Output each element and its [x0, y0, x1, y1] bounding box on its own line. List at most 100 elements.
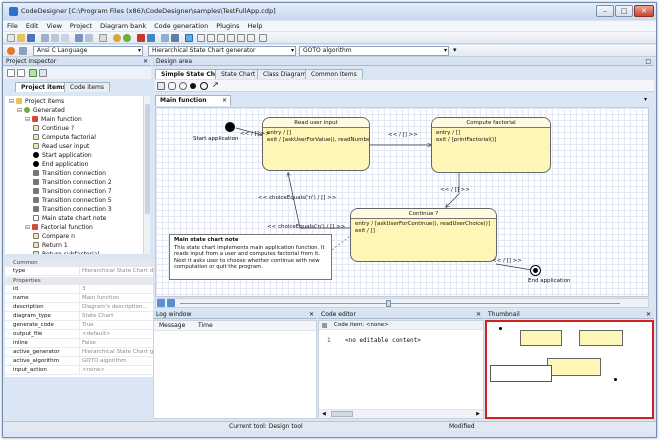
open-folder-icon[interactable] [17, 34, 25, 42]
code-scroll-thumb[interactable] [331, 411, 353, 417]
layout-icon[interactable] [39, 69, 47, 77]
align-right-icon[interactable] [217, 34, 225, 42]
tree-item[interactable]: ⊟Generated [17, 106, 65, 115]
tree-item[interactable]: Main state chart note [33, 214, 106, 223]
final-state-tool-icon[interactable] [200, 82, 208, 90]
dropdown-arrow-icon[interactable]: ▾ [453, 46, 457, 54]
zoom-icon[interactable] [161, 34, 169, 42]
tree-item[interactable]: End application [33, 160, 88, 169]
final-state[interactable] [530, 265, 541, 276]
menu-view[interactable]: View [46, 22, 62, 30]
tree-item[interactable]: Transition connection 5 [33, 196, 112, 205]
menu-help[interactable]: Help [247, 22, 263, 30]
tree-item[interactable]: Read user input [33, 142, 89, 151]
collapse-icon[interactable]: ⊟ [25, 116, 31, 123]
filter-icon[interactable] [29, 69, 37, 77]
menu-diagram-bank[interactable]: Diagram bank [100, 22, 147, 30]
code-editor[interactable]: Code item: <none> 1 <no editable content… [318, 320, 484, 419]
language-select[interactable]: Ansi C Language▾ [33, 46, 143, 56]
menu-project[interactable]: Project [69, 22, 93, 30]
run-icon[interactable] [147, 34, 155, 42]
collapse-icon[interactable]: ⊟ [17, 107, 23, 114]
tree-item[interactable]: Transition connection [33, 169, 106, 178]
save-icon[interactable] [27, 34, 35, 42]
thumbnail-view[interactable] [485, 320, 654, 419]
category-properties[interactable]: Properties [5, 277, 153, 285]
align-top-icon[interactable] [227, 34, 235, 42]
transition-label[interactable]: << / [] >> [492, 258, 522, 264]
close-icon[interactable]: ✕ [645, 311, 651, 318]
tree-item[interactable]: Compute factorial [33, 133, 96, 142]
menu-plugins[interactable]: Plugins [216, 22, 240, 30]
cut-icon[interactable] [41, 34, 49, 42]
menu-code-generation[interactable]: Code generation [154, 22, 209, 30]
tree-item[interactable]: Start application [33, 151, 92, 160]
transition-tool-icon[interactable]: ↗ [212, 80, 219, 89]
zoom-fit-icon[interactable] [171, 34, 179, 42]
canvas-hscroll[interactable] [155, 298, 649, 308]
pointer-tool-icon[interactable] [157, 82, 165, 90]
tree-item[interactable]: Transition connection 2 [33, 178, 112, 187]
diagram-canvas[interactable]: Start application End application Read u… [155, 107, 649, 297]
transition-label[interactable]: << choiceEquals('n') / [] >> [267, 224, 346, 230]
settings-icon[interactable] [113, 34, 121, 42]
initial-state[interactable] [225, 122, 235, 132]
undo-icon[interactable] [75, 34, 83, 42]
zoom-out-icon[interactable] [167, 299, 175, 307]
zoom-in-icon[interactable] [157, 299, 165, 307]
align-left-icon[interactable] [197, 34, 205, 42]
tab-state-chart[interactable]: State Chart [215, 69, 262, 79]
select-mode-icon[interactable] [185, 34, 193, 42]
property-row[interactable]: output_file<default> [5, 330, 153, 339]
choice-tool-icon[interactable] [179, 82, 187, 90]
copy-icon[interactable] [51, 34, 59, 42]
plugin-icon[interactable] [19, 47, 27, 55]
column-time[interactable]: Time [198, 322, 213, 329]
redo-icon[interactable] [85, 34, 93, 42]
minimize-button[interactable]: – [596, 5, 614, 17]
transition-label[interactable]: << / [] >> [440, 187, 470, 193]
align-center-icon[interactable] [207, 34, 215, 42]
property-row[interactable]: input_action<none> [5, 366, 153, 375]
tab-common-items[interactable]: Common Items [305, 69, 363, 79]
state-continue[interactable]: Continue ? entry / [askUserForContinue()… [350, 208, 497, 262]
category-common[interactable]: Common [5, 259, 153, 267]
column-message[interactable]: Message [159, 322, 186, 329]
transition-label[interactable]: << / [] >> [388, 132, 418, 138]
same-size-icon[interactable] [259, 34, 267, 42]
tree-item[interactable]: ⊟Project items [9, 97, 64, 106]
code-hscroll[interactable]: ◀▶ [319, 409, 483, 418]
scroll-left-icon[interactable]: ◀ [322, 411, 326, 417]
tree-scrollbar[interactable] [143, 96, 150, 254]
algorithm-select[interactable]: GOTO algorithm▾ [299, 46, 449, 56]
collapse-icon[interactable]: ⊟ [25, 224, 31, 231]
transition-label[interactable]: << choiceEquals('n') / [] >> [258, 195, 337, 201]
log-list[interactable]: Message Time [153, 320, 317, 419]
generate-icon[interactable] [123, 34, 131, 42]
tree-item[interactable]: ⊟Factorial function [25, 223, 93, 232]
zoom-slider-track[interactable] [180, 303, 620, 304]
tab-code-items[interactable]: Code items [64, 82, 110, 92]
tab-main-function[interactable]: Main function [main]✕ [155, 95, 231, 114]
tree-item[interactable]: Transition connection 7 [33, 187, 112, 196]
paste-icon[interactable] [61, 34, 69, 42]
grid-icon[interactable] [99, 34, 107, 42]
tree-item[interactable]: Return 1 [33, 241, 68, 250]
tree-scroll-thumb[interactable] [145, 104, 150, 214]
tree-item[interactable]: Return subfactorial [33, 250, 99, 254]
zoom-slider-thumb[interactable] [386, 300, 391, 307]
maximize-icon[interactable]: □ [645, 58, 651, 65]
code-text[interactable]: <no editable content> [345, 337, 421, 344]
state-read-user-input[interactable]: Read user input entry / []exit / [askUse… [262, 117, 370, 171]
maximize-button[interactable]: □ [615, 5, 633, 17]
close-icon[interactable]: ✕ [221, 97, 227, 104]
